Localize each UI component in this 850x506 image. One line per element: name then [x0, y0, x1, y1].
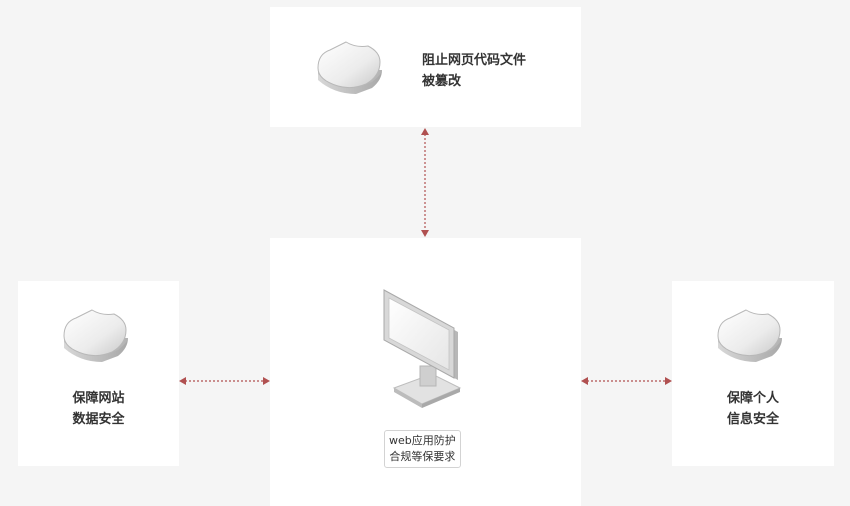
connector-left-center [179, 377, 270, 385]
left-node-label-line1: 保障网站 [72, 391, 125, 406]
center-node-caption: web应用防护 合规等保要求 [384, 430, 461, 468]
shield-icon [717, 309, 782, 362]
arrow-up-icon [421, 128, 429, 135]
center-node-panel: web应用防护 合规等保要求 [270, 238, 581, 506]
top-node-panel: 阻止网页代码文件 被篡改 [270, 7, 581, 127]
arrow-right-icon [263, 377, 270, 385]
arrow-right-icon [665, 377, 672, 385]
arrow-down-icon [421, 230, 429, 237]
right-node-panel: 保障个人 信息安全 [672, 281, 834, 466]
top-node-label-line1: 阻止网页代码文件 [422, 53, 527, 68]
left-node-label: 保障网站 数据安全 [18, 388, 179, 430]
arrow-left-icon [581, 377, 588, 385]
monitor-icon [383, 289, 462, 408]
left-node-panel: 保障网站 数据安全 [18, 281, 179, 466]
connector-top-center [421, 128, 429, 237]
right-node-label: 保障个人 信息安全 [672, 388, 834, 430]
left-node-label-line2: 数据安全 [72, 412, 125, 427]
right-node-label-line1: 保障个人 [726, 391, 779, 406]
arrow-left-icon [179, 377, 186, 385]
shield-icon [317, 41, 382, 94]
shield-icon [63, 309, 128, 362]
right-node-label-line2: 信息安全 [726, 412, 779, 427]
center-caption-line1: web应用防护 [389, 434, 456, 447]
connector-center-right [581, 377, 672, 385]
top-node-label-line2: 被篡改 [422, 74, 462, 89]
center-caption-line2: 合规等保要求 [389, 450, 456, 463]
top-node-label: 阻止网页代码文件 被篡改 [422, 50, 526, 92]
